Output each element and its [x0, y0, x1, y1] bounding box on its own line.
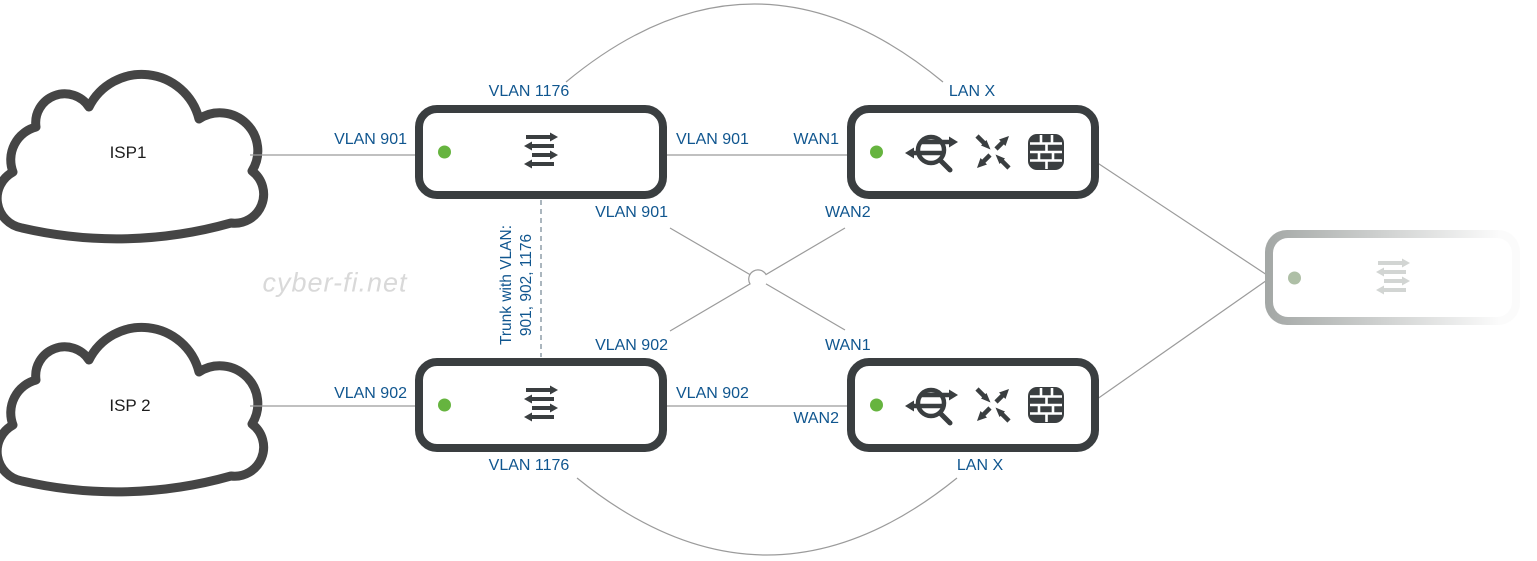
switch-arrows-icon — [1375, 258, 1410, 294]
wan1-label-top: WAN1 — [793, 131, 839, 148]
firewall-top — [847, 105, 1099, 199]
wan2-label-diagonal: WAN2 — [825, 204, 871, 221]
lan-x-label-top: LAN X — [948, 83, 996, 100]
switch-top — [415, 105, 667, 199]
vlan-902-label-isp-link: VLAN 902 — [334, 385, 407, 402]
status-dot-icon — [1288, 271, 1301, 284]
nat-route-inspect-icon — [905, 134, 958, 173]
switch-arrows-icon — [524, 132, 558, 169]
status-dot-icon — [438, 145, 451, 159]
lan-x-label-bottom: LAN X — [956, 457, 1004, 474]
crossover-arrows-icon — [975, 134, 1011, 170]
isp2-label: ISP 2 — [109, 396, 151, 415]
crossover-arrows-icon — [975, 387, 1011, 423]
isp2-cloud — [0, 322, 269, 497]
trunk-vlan-label-line1: Trunk with VLAN: — [497, 224, 515, 346]
isp1-cloud — [0, 69, 269, 244]
firewall-bottom — [847, 358, 1099, 452]
vlan-901-label-mid-link: VLAN 901 — [676, 131, 749, 148]
nat-route-inspect-icon — [905, 387, 958, 426]
status-dot-icon — [438, 398, 451, 412]
vlan-902-label-mid-link: VLAN 902 — [676, 385, 749, 402]
wan2-label-bottom: WAN2 — [793, 410, 839, 427]
vlan-902-label-diagonal: VLAN 902 — [595, 337, 668, 354]
vlan-1176-label-bottom: VLAN 1176 — [488, 457, 570, 474]
link-switch1-fw2-wan1 — [669, 227, 846, 331]
trunk-vlan-label-line2: 901, 902, 1176 — [518, 233, 535, 337]
switch-bottom — [415, 358, 667, 452]
link-switch2-fw1-wan2 — [669, 227, 846, 332]
link-fw2-core — [1089, 277, 1271, 405]
switch-arrows-icon — [524, 385, 558, 422]
watermark: cyber-fi.net — [262, 267, 408, 298]
wan1-label-diagonal: WAN1 — [825, 337, 871, 354]
core-switch-faded — [1265, 230, 1520, 325]
link-fw1-core — [1089, 157, 1271, 278]
status-dot-icon — [870, 398, 883, 412]
firewall-brick-icon — [1028, 134, 1064, 170]
firewall-brick-icon — [1028, 387, 1064, 423]
vlan-901-label-isp-link: VLAN 901 — [334, 131, 407, 148]
trunk-vlan-label: Trunk with VLAN: 901, 902, 1176 — [497, 225, 537, 345]
vlan-901-label-diagonal: VLAN 901 — [595, 204, 668, 221]
arc-vlan1176-bottom — [576, 477, 958, 556]
vlan-1176-label-top: VLAN 1176 — [488, 83, 570, 100]
arc-vlan1176-top — [565, 3, 944, 83]
isp1-label: ISP1 — [109, 143, 147, 162]
status-dot-icon — [870, 145, 883, 159]
